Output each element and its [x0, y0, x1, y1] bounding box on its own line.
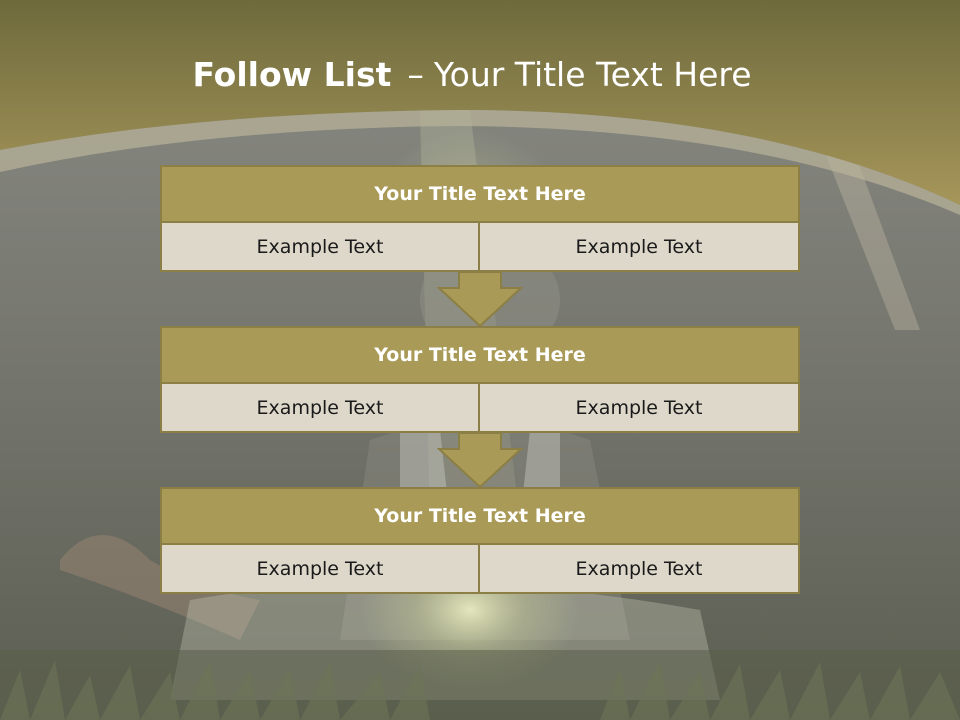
- block-title: Your Title Text Here: [160, 487, 800, 545]
- title-bold: Follow List: [192, 55, 392, 94]
- title-separator: –: [407, 55, 424, 94]
- block-cell-right: Example Text: [480, 545, 800, 594]
- block-title: Your Title Text Here: [160, 165, 800, 223]
- list-block-1: Your Title Text Here Example Text Exampl…: [160, 165, 800, 272]
- block-cell-left: Example Text: [160, 384, 480, 433]
- block-cell-right: Example Text: [480, 223, 800, 272]
- block-cell-left: Example Text: [160, 545, 480, 594]
- block-row: Example Text Example Text: [160, 384, 800, 433]
- slide-title: Follow List–Your Title Text Here: [0, 52, 944, 98]
- list-block-3: Your Title Text Here Example Text Exampl…: [160, 487, 800, 594]
- list-block-2: Your Title Text Here Example Text Exampl…: [160, 326, 800, 433]
- title-rest: Your Title Text Here: [433, 55, 752, 94]
- block-cell-right: Example Text: [480, 384, 800, 433]
- block-row: Example Text Example Text: [160, 223, 800, 272]
- down-arrow-icon: [437, 271, 523, 328]
- down-arrow-icon: [437, 432, 523, 489]
- block-title: Your Title Text Here: [160, 326, 800, 384]
- block-row: Example Text Example Text: [160, 545, 800, 594]
- block-cell-left: Example Text: [160, 223, 480, 272]
